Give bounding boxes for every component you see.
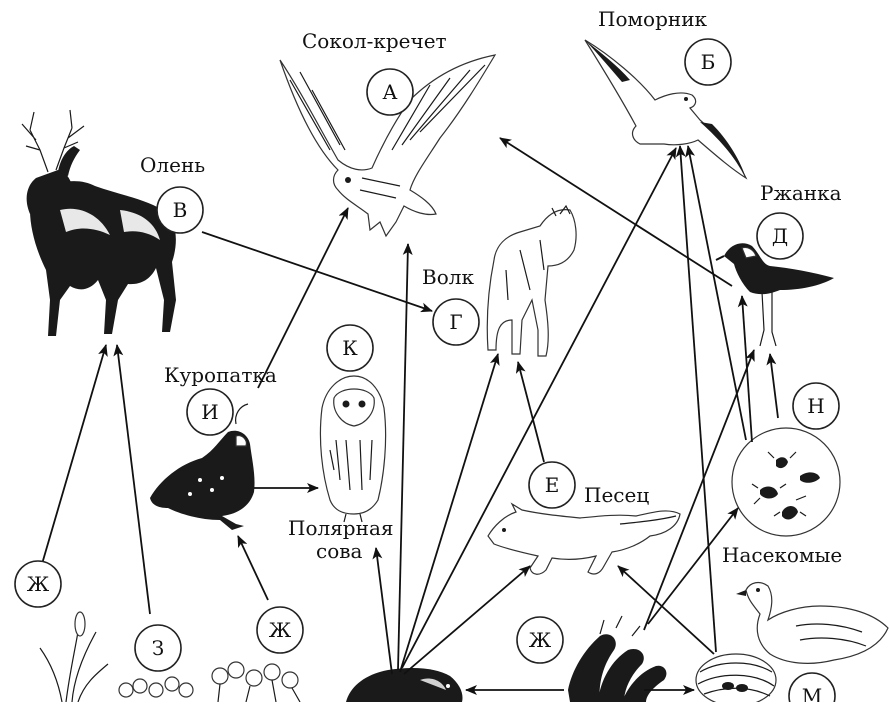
skua-icon: [584, 39, 748, 180]
label-insects: Насекомые: [722, 543, 842, 567]
letter-circle-grass-left: Ж: [14, 560, 62, 608]
label-owl-line2: сова: [316, 539, 363, 563]
arrow-lemming-to-owl: [372, 547, 393, 675]
letter-partridge: И: [201, 400, 218, 424]
arrow-lemming-to-falcon: [397, 243, 413, 671]
arrow-lemming-to-fox: [403, 565, 531, 675]
wolf-icon: [486, 204, 577, 357]
arrow-nest-to-fox: [617, 565, 715, 655]
letter-plover: Д: [772, 224, 788, 248]
flowers-icon: [118, 676, 194, 698]
lemming-icon: [346, 668, 463, 702]
insects-icon: [731, 427, 841, 537]
goose-icon: [736, 581, 889, 664]
fern-icon: [568, 615, 667, 702]
label-falcon: Сокол-кречет: [302, 29, 447, 53]
letter-circle-falcon: А: [366, 68, 414, 116]
letter-deer: В: [173, 198, 188, 222]
letter-owl: К: [342, 336, 358, 360]
deer-icon: [21, 109, 176, 336]
letter-circle-owl: К: [326, 324, 374, 372]
letter-circle-wolf: Г: [432, 298, 480, 346]
letter-wolf: Г: [449, 310, 462, 334]
arrow-nest-to-skua: [675, 145, 717, 653]
label-partridge: Куропатка: [164, 363, 277, 387]
arrow-insects-to-plover-2: [766, 353, 779, 419]
label-owl-line1: Полярная: [288, 516, 393, 540]
arrow-plover-to-falcon: [499, 137, 733, 287]
arrow-fox-to-wolf: [515, 361, 545, 463]
arrow-lemming-to-skua: [401, 147, 677, 669]
nest-icon: [695, 653, 777, 707]
letter-nest: М: [802, 684, 822, 702]
letter-circle-partridge: И: [186, 388, 234, 436]
arrow-partridge-to-falcon: [257, 207, 349, 389]
letter-circle-insects: Н: [792, 382, 840, 430]
arrow-plants-to-insects: [647, 507, 739, 625]
label-wolf: Волк: [422, 265, 474, 289]
food-web-arrows: [41, 137, 779, 695]
label-plover: Ржанка: [760, 181, 842, 205]
flowers-icon: [211, 661, 301, 703]
letter-insects: Н: [807, 394, 824, 418]
letter-circle-plover: Д: [756, 212, 804, 260]
letter-flowers-mid: Ж: [269, 618, 292, 642]
fox-icon: [487, 502, 681, 575]
letter-flowers-left: З: [152, 636, 164, 660]
letter-fox: Е: [545, 473, 560, 497]
letter-circle-fox: Е: [528, 461, 576, 509]
letter-circle-flowers-mid: Ж: [256, 606, 304, 654]
falcon-icon: [279, 54, 497, 238]
letter-plants-right: Ж: [529, 628, 552, 652]
arrow-lemming-to-wolf: [399, 353, 500, 673]
letter-circle-skua: Б: [684, 38, 732, 86]
arrow-insects-to-skua: [685, 145, 747, 441]
arrow-plants-to-plover: [643, 349, 755, 631]
arrow-flowers-to-partridge: [237, 535, 269, 601]
label-skua: Поморник: [598, 7, 708, 31]
partridge-icon: [150, 403, 255, 530]
letter-falcon: А: [382, 80, 397, 104]
letter-grass-left: Ж: [27, 572, 50, 596]
label-fox: Песец: [584, 483, 649, 507]
grass-icon: [39, 611, 109, 703]
letter-circle-flowers-left: З: [134, 624, 182, 672]
owl-icon: [319, 375, 387, 523]
label-deer: Олень: [140, 153, 205, 177]
plover-icon: [715, 243, 834, 347]
arrow-flowers-to-deer: [113, 344, 151, 615]
letter-circle-deer: В: [156, 186, 204, 234]
letter-circle-nest: М: [788, 672, 836, 707]
arrow-grass-to-deer: [41, 344, 108, 565]
letter-circle-plants-right: Ж: [516, 616, 564, 664]
letter-skua: Б: [701, 50, 716, 74]
